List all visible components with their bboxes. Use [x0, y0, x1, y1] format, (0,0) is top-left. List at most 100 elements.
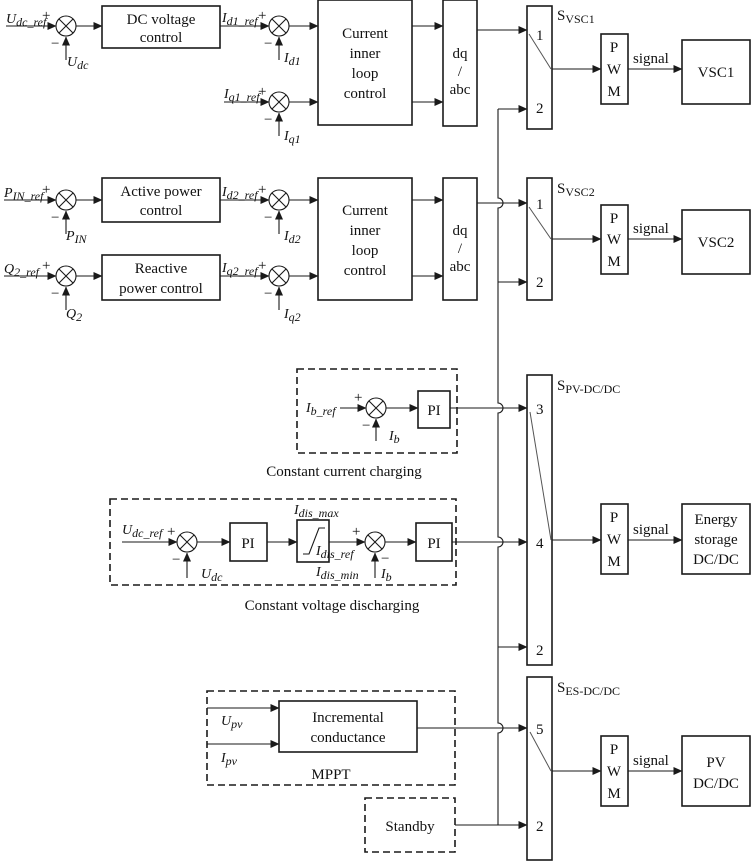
- vsc2-block: [681, 209, 751, 275]
- switch-s-es-dcdc: SES-DC/DC 5 2: [526, 676, 620, 861]
- svg-text:−: −: [362, 418, 370, 434]
- svg-text:VSC2: VSC2: [698, 235, 735, 251]
- pi-block-cc: [417, 390, 451, 429]
- svg-text:PI: PI: [241, 536, 254, 552]
- svg-text:control: control: [344, 263, 387, 279]
- pwm-pv-group: P W M signal PV DC/DC: [600, 735, 751, 807]
- pi-block-cv-1: [229, 522, 268, 562]
- svg-text:−: −: [51, 210, 59, 226]
- pwm-block-4: [600, 735, 629, 807]
- svg-text:−: −: [51, 286, 59, 302]
- switch-s-pv-dcdc: SPV-DC/DC 3 4 2: [526, 374, 620, 666]
- svg-text:+: +: [42, 182, 50, 198]
- svg-text:−: −: [264, 112, 272, 128]
- ib-label: Ib: [388, 429, 400, 446]
- svg-text:PV: PV: [706, 755, 725, 771]
- pwm-block-1: [600, 33, 629, 105]
- svg-text:2: 2: [536, 101, 544, 117]
- svg-text:−: −: [381, 551, 389, 567]
- pwm-block-3: [600, 503, 629, 575]
- iq2-label: Iq2: [283, 307, 301, 324]
- svg-text:Active power: Active power: [120, 184, 201, 200]
- svg-text:W: W: [607, 532, 622, 548]
- dq-abc-block-1: [442, 0, 478, 127]
- pwm-block-2: [600, 204, 629, 275]
- switch-label: SPV-DC/DC: [557, 378, 620, 396]
- svg-text:2: 2: [536, 643, 544, 659]
- current-inner-loop-control-block-1: [317, 0, 413, 126]
- idis-ref-label: Idis_ref: [315, 544, 355, 561]
- svg-text:W: W: [607, 62, 622, 78]
- pv-dcdc-block: [681, 735, 751, 807]
- svg-text:M: M: [607, 554, 620, 570]
- switch-s-vsc2: SVSC2 1 2: [526, 177, 602, 301]
- current-inner-loop-control-block-2: [317, 177, 413, 301]
- svg-text:−: −: [172, 552, 180, 568]
- reactive-power-control-block: [101, 254, 221, 301]
- svg-text:PI: PI: [427, 403, 440, 419]
- svg-text:+: +: [42, 258, 50, 274]
- svg-text:loop: loop: [352, 66, 379, 82]
- active-power-control-block: [101, 177, 221, 223]
- upv-label: Upv: [221, 714, 243, 731]
- svg-text:5: 5: [536, 722, 544, 738]
- signal-label: signal: [633, 51, 669, 67]
- svg-text:abc: abc: [450, 259, 471, 275]
- svg-text:P: P: [610, 742, 618, 758]
- dq-abc-block-2: [442, 177, 478, 301]
- svg-text:/: /: [458, 64, 463, 80]
- svg-text:3: 3: [536, 402, 544, 418]
- caption-constant-voltage-discharging: Constant voltage discharging: [245, 598, 420, 614]
- caption-constant-current-charging: Constant current charging: [266, 464, 422, 480]
- id2-label: Id2: [283, 229, 301, 246]
- svg-text:4: 4: [536, 536, 544, 552]
- svg-text:W: W: [607, 232, 622, 248]
- svg-text:1: 1: [536, 28, 544, 44]
- svg-text:1: 1: [536, 197, 544, 213]
- udc2-label: Udc: [201, 567, 223, 584]
- q2-label: Q2: [66, 307, 82, 324]
- mppt-dashed-box: [206, 690, 456, 786]
- svg-text:−: −: [264, 36, 272, 52]
- mppt-group: Upv Ipv Incremental conductance MPPT Sta…: [206, 690, 528, 853]
- svg-text:storage: storage: [694, 532, 738, 548]
- pin-label: PIN: [65, 229, 88, 246]
- incremental-conductance-block: [278, 700, 418, 753]
- pwm-vsc2-group: P W M signal VSC2: [600, 204, 751, 275]
- svg-text:2: 2: [536, 275, 544, 291]
- energy-storage-dcdc-block: [681, 503, 751, 575]
- svg-text:Incremental: Incremental: [312, 710, 384, 726]
- svg-text:+: +: [258, 8, 266, 24]
- svg-text:signal: signal: [633, 753, 669, 769]
- svg-text:−: −: [264, 286, 272, 302]
- switch-label: SVSC1: [557, 8, 595, 26]
- cc-dashed-box: [296, 368, 458, 454]
- ib-ref-label: Ib_ref: [305, 401, 337, 418]
- svg-text:inner: inner: [350, 46, 381, 62]
- switch-label: SVSC2: [557, 181, 595, 199]
- svg-text:VSC1: VSC1: [698, 65, 735, 81]
- ib2-label: Ib: [380, 567, 392, 584]
- svg-text:dq: dq: [453, 46, 469, 62]
- pwm-es-group: P W M signal Energy storage DC/DC: [600, 503, 751, 575]
- switch-s-vsc1: SVSC1 1 2: [526, 5, 602, 130]
- svg-text:signal: signal: [633, 221, 669, 237]
- svg-text:+: +: [258, 182, 266, 198]
- vsc1-block: [681, 39, 751, 105]
- svg-text:DC voltage: DC voltage: [127, 12, 196, 28]
- plus-sign: +: [42, 8, 50, 24]
- svg-text:+: +: [258, 84, 266, 100]
- iq1-ref-label: Iq1_ref: [223, 87, 261, 104]
- constant-voltage-discharging-group: Udc_ref + − Udc PI Idis_max Idis_ref Idi…: [109, 498, 528, 614]
- svg-text:control: control: [140, 30, 183, 46]
- iq1-label: Iq1: [283, 129, 301, 146]
- svg-text:PI: PI: [427, 536, 440, 552]
- svg-text:P: P: [610, 211, 618, 227]
- svg-text:M: M: [607, 786, 620, 802]
- svg-text:Current: Current: [342, 26, 389, 42]
- svg-text:control: control: [344, 86, 387, 102]
- svg-text:+: +: [352, 524, 360, 540]
- svg-text:W: W: [607, 764, 622, 780]
- svg-text:signal: signal: [633, 522, 669, 538]
